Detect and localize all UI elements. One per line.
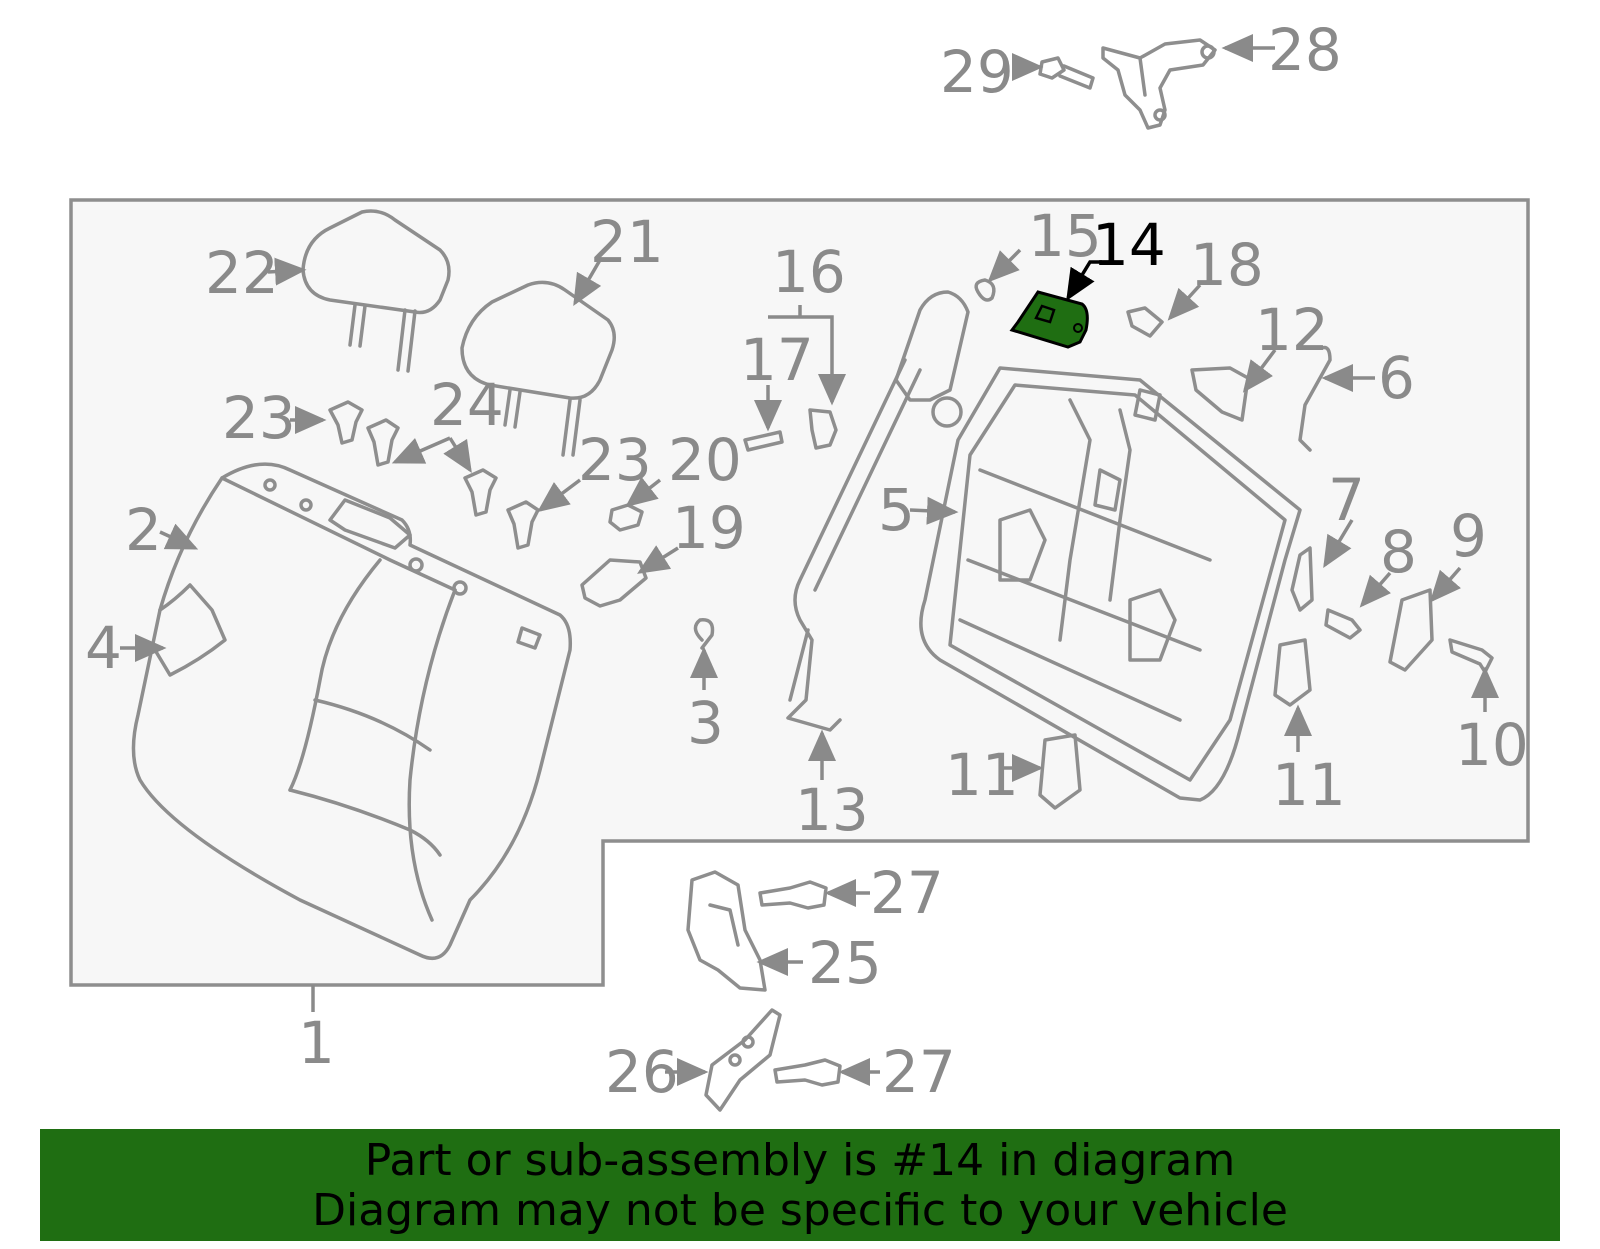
callout-24: 24 [430,371,504,439]
headrest-22 [301,209,451,373]
callout-27a: 27 [870,859,944,927]
bracket-28 [1101,38,1217,130]
hinge-parts [686,870,842,1112]
callout-16: 16 [772,238,846,306]
bolt-29 [1038,56,1095,90]
highlight-banner: Part or sub-assembly is #14 in diagram D… [40,1129,1560,1241]
callout-7: 7 [1328,466,1365,534]
callout-5: 5 [878,476,915,544]
callout-13: 13 [795,776,869,844]
callout-19: 19 [672,494,746,562]
small-parts-right [974,278,1494,810]
callout-20: 20 [668,426,742,494]
headrest-guides [328,400,540,550]
part-14-highlighted [1009,290,1089,349]
callout-4: 4 [85,614,122,682]
callout-10: 10 [1455,711,1529,779]
callout-18: 18 [1190,231,1264,299]
callout-29: 29 [940,38,1014,106]
callout-23a: 23 [222,384,296,452]
callout-11a: 11 [945,741,1019,809]
callout-labels: 29 28 22 21 23 24 23 2 4 1 16 17 20 19 3… [85,16,1529,1106]
callout-21: 21 [590,208,664,276]
callout-8: 8 [1380,518,1417,586]
banner-line-1: Part or sub-assembly is #14 in diagram [364,1135,1236,1186]
callout-15: 15 [1028,202,1102,270]
callout-11b: 11 [1272,751,1346,819]
banner-line-2: Diagram may not be specific to your vehi… [312,1185,1288,1236]
leader-arrows [120,34,1499,1086]
seatback-frame-5 [919,366,1302,802]
seatbelt-13 [786,290,970,732]
callout-27b: 27 [882,1038,956,1106]
callout-6: 6 [1378,344,1415,412]
callout-23b: 23 [578,426,652,494]
headrest-21 [460,280,616,457]
callout-26: 26 [605,1038,679,1106]
seatback-cover [131,462,573,961]
callout-25: 25 [808,929,882,997]
callout-3: 3 [687,689,724,757]
callout-1: 1 [298,1009,335,1077]
callout-2: 2 [125,496,162,564]
callout-14: 14 [1092,211,1166,279]
callout-28: 28 [1268,16,1342,84]
callout-17: 17 [740,326,814,394]
callout-9: 9 [1450,502,1487,570]
callout-12: 12 [1255,296,1329,364]
callout-22: 22 [205,239,279,307]
